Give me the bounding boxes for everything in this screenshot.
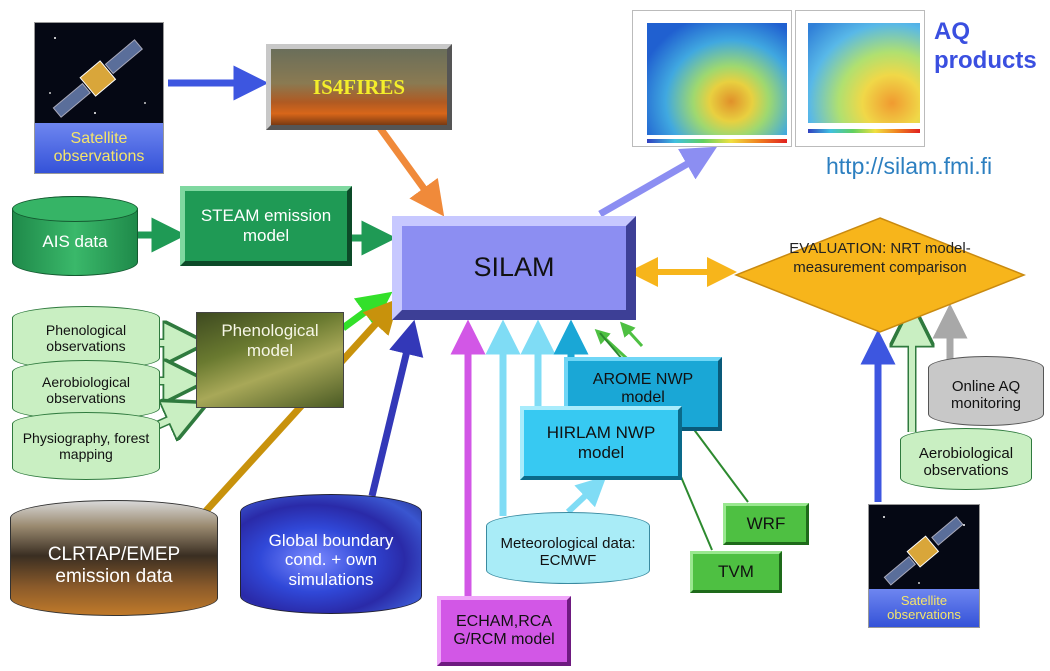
aq-map-right <box>795 10 925 147</box>
aerobiological-observations-label: Aerobiological observations <box>42 373 130 406</box>
silam-label: SILAM <box>473 252 555 283</box>
clrtap-label: CLRTAP/EMEP emission data <box>47 544 181 587</box>
physiography-forest-db: Physiography, forest mapping <box>12 412 160 480</box>
tvm-model-box: TVM <box>690 551 782 593</box>
satellite-observations-label: Satellite observations <box>35 123 163 173</box>
hirlam-label: HIRLAM NWP model <box>546 423 656 462</box>
steam-label: STEAM emission model <box>200 206 332 245</box>
global-boundary-cylinder: Global boundary cond. + own simulations <box>240 494 422 614</box>
globe-label: Global boundary cond. + own simulations <box>268 530 394 589</box>
clrtap-emep-cylinder: CLRTAP/EMEP emission data <box>10 500 218 616</box>
steam-emission-model-box: STEAM emission model <box>180 186 352 266</box>
wrf-model-box: WRF <box>723 503 809 545</box>
evaluation-diamond: EVALUATION: NRT model-measurement compar… <box>734 216 1026 334</box>
echam-label: ECHAM,RCA G/RCM model <box>453 612 555 648</box>
aerobiological-observations-right-db: Aerobiological observations <box>900 428 1032 490</box>
silam-model-box: SILAM <box>392 216 636 320</box>
wrf-label: WRF <box>746 514 786 534</box>
online-aq-monitoring-cylinder: Online AQ monitoring <box>928 356 1044 426</box>
aq-products-title: AQ products <box>934 18 1037 74</box>
silam-url-link[interactable]: http://silam.fmi.fi <box>826 153 993 179</box>
online-aq-label: Online AQ monitoring <box>950 377 1022 412</box>
satellite-bottom-label: Satellite observations <box>869 589 979 627</box>
satellite-observations-top: Satellite observations <box>34 22 164 174</box>
phenological-model-box: Phenological model <box>196 312 344 408</box>
aerobiological-right-label: Aerobiological observations <box>918 444 1014 479</box>
ais-data-cylinder: AIS data <box>12 196 138 276</box>
is4fires-label: IS4FIRES <box>312 74 406 99</box>
aq-map-left <box>632 10 792 147</box>
ecmwf-data-cylinder: Meteorological data: ECMWF <box>486 512 650 584</box>
arome-label: AROME NWP model <box>592 371 694 407</box>
aerobiological-observations-db: Aerobiological observations <box>12 360 160 420</box>
ais-data-label: AIS data <box>42 232 108 252</box>
ecmwf-label: Meteorological data: ECMWF <box>500 534 636 569</box>
phenological-model-label: Phenological model <box>221 321 319 360</box>
physiography-forest-label: Physiography, forest mapping <box>22 429 150 462</box>
satellite-icon <box>49 37 146 118</box>
phenological-observations-label: Phenological observations <box>45 321 127 354</box>
is4fires-box: IS4FIRES <box>266 44 452 130</box>
satellite-icon-bottom <box>883 516 965 586</box>
hirlam-nwp-model-box: HIRLAM NWP model <box>520 406 682 480</box>
tvm-label: TVM <box>718 562 754 582</box>
satellite-observations-bottom: Satellite observations <box>868 504 980 628</box>
evaluation-label: EVALUATION: NRT model-measurement compar… <box>789 240 971 276</box>
echam-rca-model-box: ECHAM,RCA G/RCM model <box>437 596 571 666</box>
